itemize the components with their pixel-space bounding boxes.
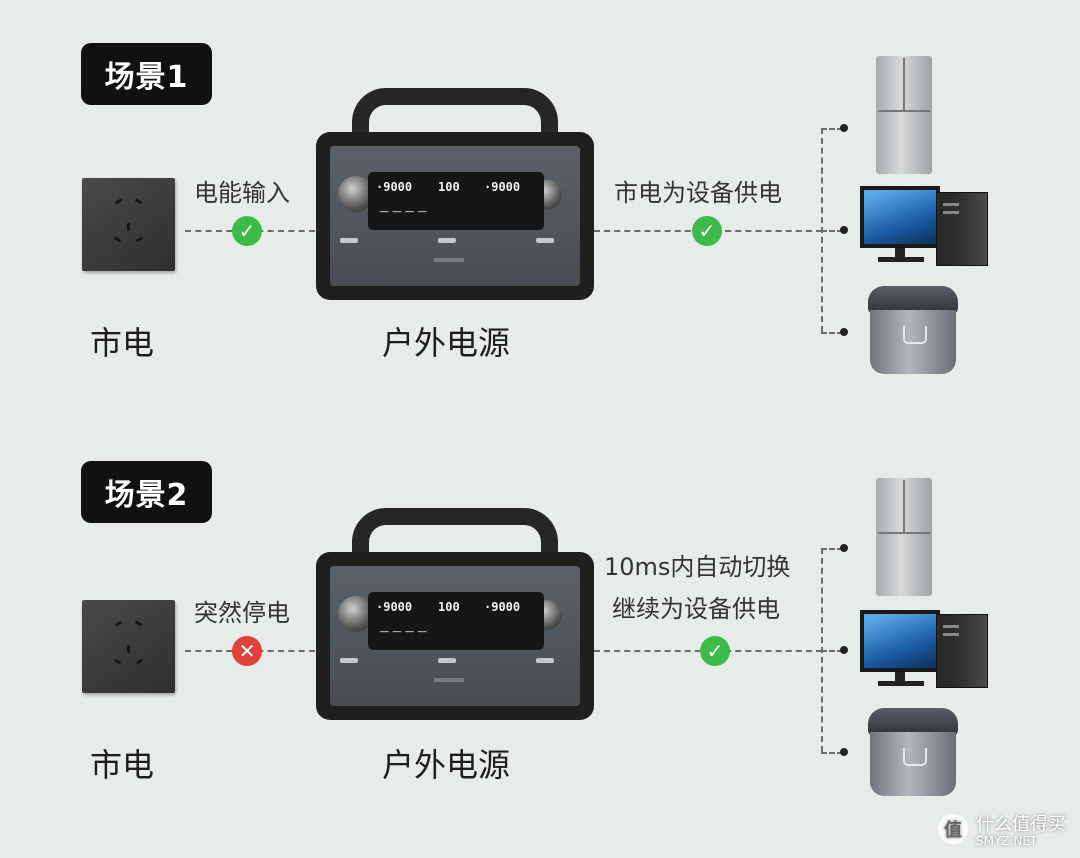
rice-cooker-icon <box>868 286 958 376</box>
rice-cooker-icon <box>868 708 958 798</box>
logo-icon: 值 <box>938 814 968 844</box>
power-station-icon: ·9000 100 ·9000 ━━ ━━ ━━ ━━ <box>316 508 594 720</box>
station-label: 户外电源 <box>382 324 511 362</box>
output-label-line-2: 继续为设备供电 <box>612 595 780 623</box>
check-icon: ✓ <box>700 636 730 666</box>
source-label: 市电 <box>90 324 155 362</box>
scene-badge: 场景2 <box>81 461 212 523</box>
check-icon: ✓ <box>692 216 722 246</box>
computer-tower-icon <box>936 614 988 688</box>
scene-1: 场景1 市电 电能输入 ✓ ·9000 100 ·9000 ━━ ━━ ━━ ━… <box>0 0 1080 420</box>
scene-badge: 场景1 <box>81 43 212 105</box>
cross-icon: ✕ <box>232 636 262 666</box>
monitor-icon <box>860 610 940 672</box>
input-label: 突然停电 <box>194 599 290 627</box>
wall-socket-icon <box>82 178 175 271</box>
watermark: 值 什么值得买 SMYZ.NET <box>938 810 1066 848</box>
computer-tower-icon <box>936 192 988 266</box>
monitor-icon <box>860 186 940 248</box>
station-label: 户外电源 <box>382 746 511 784</box>
wall-socket-icon <box>82 600 175 693</box>
power-station-icon: ·9000 100 ·9000 ━━ ━━ ━━ ━━ <box>316 88 594 300</box>
scene-2: 场景2 市电 突然停电 ✕ ·9000 100 ·9000 ━━ ━━ ━━ ━… <box>0 418 1080 838</box>
check-icon: ✓ <box>232 216 262 246</box>
output-label-line-1: 10ms内自动切换 <box>604 553 791 581</box>
refrigerator-icon <box>876 56 932 174</box>
watermark-sub: SMYZ.NET <box>976 834 1038 848</box>
watermark-text: 什么值得买 <box>976 814 1066 835</box>
input-label: 电能输入 <box>194 179 290 207</box>
output-label: 市电为设备供电 <box>614 179 782 207</box>
refrigerator-icon <box>876 478 932 596</box>
source-label: 市电 <box>90 746 155 784</box>
